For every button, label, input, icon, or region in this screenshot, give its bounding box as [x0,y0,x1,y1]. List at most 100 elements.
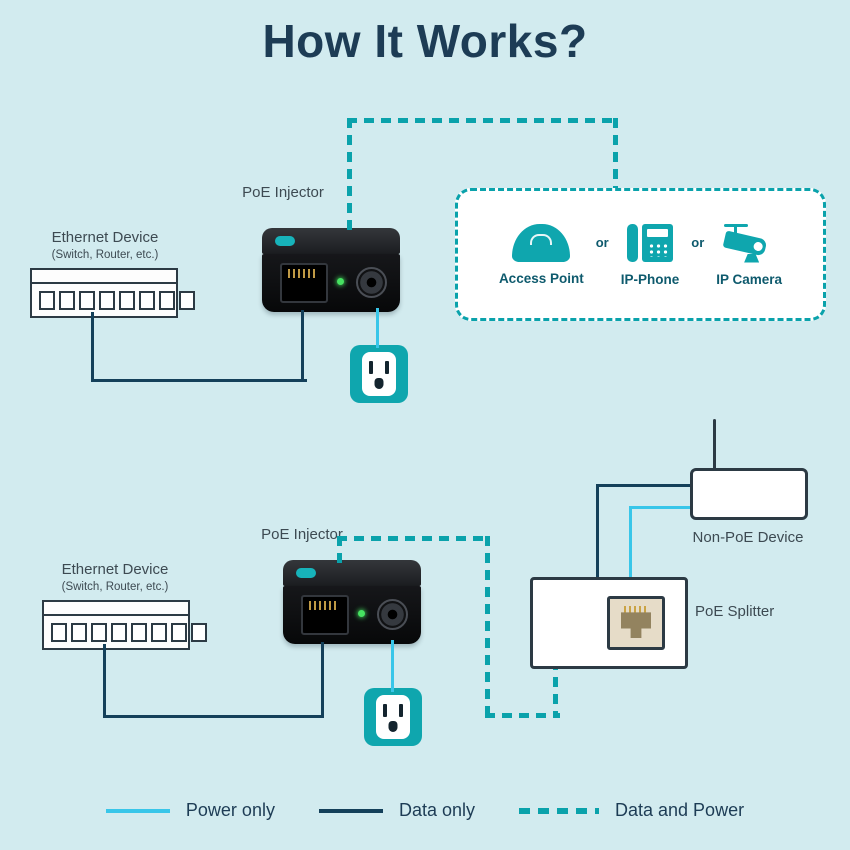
injector-front-face [262,254,400,312]
data-line [321,642,324,718]
page-title: How It Works? [262,15,588,67]
phone-screen [646,228,668,237]
rj45-cavity [621,612,651,639]
legend-item-data-only: Data only [318,800,475,821]
data-line [596,484,692,487]
access-point-icon [512,223,571,262]
switch-port [39,290,55,310]
legend-item-data-and-power: Data and Power [519,800,744,821]
dc-jack-icon [377,599,408,630]
splitter-rj45-port-icon [607,596,665,650]
led-indicator-icon [358,610,365,617]
or-separator: or [595,235,609,250]
antenna-icon [713,419,716,471]
ethernet-device-label-bottom: Ethernet Device (Switch, Router, etc.) [35,561,195,594]
access-point-item: Access Point [498,223,584,286]
poe-injector-label-bottom: PoE Injector [261,526,343,543]
outlet-face [362,352,396,396]
legend-data-power-line-icon [519,807,599,814]
rj45-pins [624,606,648,613]
data-line [91,312,94,382]
switch-port [99,290,115,310]
outlet-ground-hole [374,378,384,389]
outlet-ground-hole [388,721,398,732]
ip-camera-label: IP Camera [716,271,783,287]
poe-injector-label-top: PoE Injector [242,184,324,201]
or-separator: or [691,235,705,250]
injector-top-face [262,228,400,254]
dc-jack-icon [356,267,387,298]
data-line [91,379,307,382]
outlet-slot [383,704,387,717]
switch-front-face [30,282,195,318]
switch-port [151,622,167,642]
ethernet-switch-bottom [42,600,207,650]
injector-front-face [283,586,421,644]
rj45-port-icon [301,595,349,635]
ethernet-device-subtitle-top: (Switch, Router, etc.) [51,248,159,261]
phone-keypad [646,241,668,257]
switch-port [119,290,135,310]
data-and-power-line [337,536,342,564]
power-line [629,506,692,509]
ethernet-switch-top [30,268,195,318]
data-and-power-line [485,713,560,718]
data-and-power-line [347,118,618,123]
data-line [103,644,106,718]
ip-camera-icon [720,223,778,263]
data-line [596,484,599,579]
legend-data-power-label: Data and Power [615,800,745,820]
switch-port [179,290,195,310]
switch-port [79,290,95,310]
legend-power-label: Power only [185,800,275,820]
switch-port [111,622,127,642]
ethernet-device-label-top: Ethernet Device (Switch, Router, etc.) [25,229,185,262]
power-outlet-icon [364,688,422,746]
data-line [301,310,304,382]
legend-power-line-icon [105,808,170,813]
ip-phone-icon [626,223,673,263]
poe-splitter-device [530,577,688,669]
data-and-power-line [553,660,558,718]
ip-camera-item: IP Camera [716,223,782,287]
switch-port [59,290,75,310]
legend: Power only Data only Data and Power [0,800,850,821]
camera-body [722,229,768,257]
switch-port [131,622,147,642]
rj45-pins [288,269,316,278]
poe-injector-bottom [283,560,421,644]
switch-top-face [30,268,178,282]
switch-port [71,622,87,642]
power-outlet-icon [350,345,408,403]
switch-port [171,622,187,642]
tplink-logo-icon [275,236,295,246]
data-and-power-line [485,536,490,718]
power-line [376,308,379,348]
phone-body [641,223,673,262]
phone-handset [626,223,638,262]
poe-splitter-label: PoE Splitter [695,603,775,620]
access-point-label: Access Point [498,270,584,286]
ethernet-device-title-top: Ethernet Device [51,229,159,246]
camera-lens [752,240,764,252]
data-line [103,715,324,718]
power-line [629,506,632,579]
data-and-power-line [347,118,352,230]
outlet-slot [369,361,373,374]
tplink-logo-icon [296,568,316,578]
injector-top-face [283,560,421,586]
ethernet-device-title-bottom: Ethernet Device [61,561,169,578]
switch-top-face [42,600,190,614]
switch-front-face [42,614,207,650]
poe-injector-top [262,228,400,312]
powered-devices-box: Access Point or IP-Phone or IP Camera [455,188,826,321]
switch-port [159,290,175,310]
switch-port [91,622,107,642]
power-line [391,640,394,692]
led-indicator-icon [337,278,344,285]
legend-data-line-icon [318,808,383,813]
ethernet-device-subtitle-bottom: (Switch, Router, etc.) [61,580,169,593]
non-poe-device-label: Non-PoE Device [692,529,804,546]
data-and-power-line [337,536,490,541]
